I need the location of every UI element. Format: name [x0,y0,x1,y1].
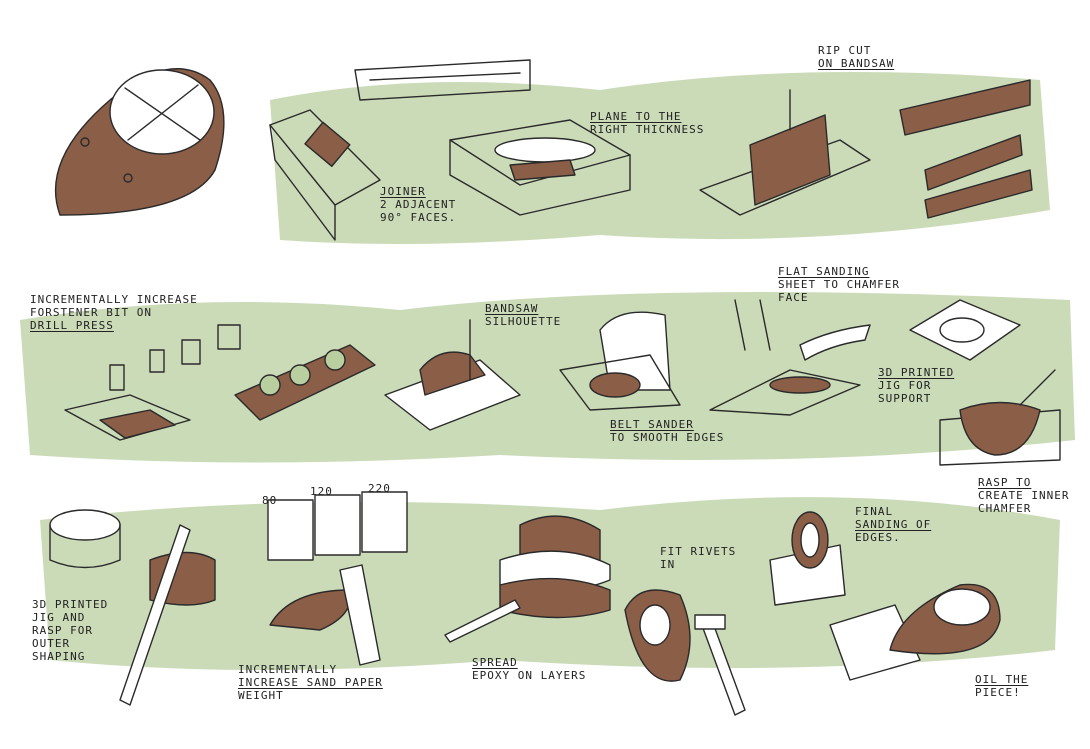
label-line: 3D PRINTED [32,598,109,611]
label-line: FIT RIVETS [660,545,737,558]
label-bandsaw: BANDSAW SILHOUETTE [485,302,561,328]
sanding-piece-drawing [269,564,381,666]
label-line: FLAT SANDING [778,265,870,278]
label-line: ON BANDSAW [818,57,895,70]
label-line: FORSTENER BIT ON [30,306,152,319]
label-line: SILHOUETTE [485,315,562,328]
belt-sander-drawing [559,311,681,411]
label-jointer: JOINER 2 ADJACENT 90° FACES. [380,185,456,224]
label-incremental-sand: INCREMENTALLY INCREASE SAND PAPER WEIGHT [238,663,383,702]
label-line: JIG FOR [878,379,932,392]
label-line: 2 ADJACENT [380,198,457,211]
wash-row-2 [20,292,1075,463]
bandsaw-silhouette-drawing [384,319,521,431]
label-spread-epoxy: SPREAD EPOXY ON LAYERS [472,656,586,682]
drilled-blank-drawing [234,344,376,421]
label-line: TO SMOOTH EDGES [610,431,725,444]
label-line: BELT SANDER [610,418,694,431]
label-line: SANDING OF [855,518,932,531]
label-rip-cut: RIP CUT ON BANDSAW [818,44,894,70]
rasp-inner-drawing [939,369,1061,466]
bandsaw-rip-drawing [699,89,871,216]
board-plan-drawing [354,59,531,101]
label-line: INCREASE SAND PAPER [238,676,383,689]
label-flat-sanding: FLAT SANDING SHEET TO CHAMFER FACE [778,265,900,304]
flat-sanding-drawing [709,299,871,416]
label-incremental-bit: INCREMENTALLY INCREASE FORSTENER BIT ON … [30,293,198,332]
printed-jig-drawing [909,299,1021,361]
label-printed-jig-rasp: 3D PRINTED JIG AND RASP FOR OUTER SHAPIN… [32,598,108,663]
label-line: 90° FACES. [380,211,457,224]
wash-row-1 [270,72,1050,244]
label-line: RASP TO [978,476,1032,489]
label-line: INCREMENTALLY INCREASE [30,293,198,306]
grit-120: 120 [310,485,333,498]
label-line: CREATE INNER [978,489,1070,502]
sandpaper-sheets-drawing [267,491,408,561]
label-line: EPOXY ON LAYERS [472,669,587,682]
edge-sanding-drawing [769,511,846,606]
label-line: PIECE! [975,686,1021,699]
label-line: WEIGHT [238,689,284,702]
grit-80: 80 [262,494,278,507]
drill-press-drawing [64,324,241,441]
label-final-sanding: FINAL SANDING OF EDGES. [855,505,931,544]
label-line: SHAPING [32,650,86,663]
grit-220: 220 [368,482,391,495]
label-jig-support: 3D PRINTED JIG FOR SUPPORT [878,366,954,405]
label-line: BANDSAW [485,302,539,315]
planer-drawing [449,119,631,216]
label-line: SUPPORT [878,392,932,405]
label-rasp-inner: RASP TO CREATE INNER CHAMFER [978,476,1069,515]
label-line: 3D PRINTED [878,366,955,379]
oiled-piece-drawing [829,583,1001,681]
label-line: RIGHT THICKNESS [590,123,705,136]
label-line: FINAL [855,505,894,518]
label-plane: PLANE TO THE RIGHT THICKNESS [590,110,704,136]
label-line: OIL THE [975,673,1029,686]
label-line: IN [660,558,676,571]
label-line: CHAMFER [978,502,1032,515]
ripped-boards-drawing [899,79,1033,219]
label-line: INCREMENTALLY [238,663,338,676]
label-line: DRILL PRESS [30,319,114,332]
label-line: OUTER [32,637,71,650]
label-fit-rivets: FIT RIVETS IN [660,545,736,571]
label-line: RIP CUT [818,44,872,57]
label-line: FACE [778,291,809,304]
label-belt-sander: BELT SANDER TO SMOOTH EDGES [610,418,724,444]
label-line: EDGES. [855,531,901,544]
rasp-outer-drawing [49,509,216,706]
epoxy-layers-drawing [444,515,611,643]
label-line: RASP FOR [32,624,93,637]
rivets-drawing [624,589,746,716]
label-line: JOINER [380,185,426,198]
label-line: JIG AND [32,611,86,624]
line-drawings [49,59,1061,716]
label-oil: OIL THE PIECE! [975,673,1028,699]
label-line: SHEET TO CHAMFER [778,278,900,291]
label-line: PLANE TO THE [590,110,682,123]
jointer-drawing [269,109,381,241]
label-line: SPREAD [472,656,518,669]
finished-piece-drawing [54,68,225,216]
